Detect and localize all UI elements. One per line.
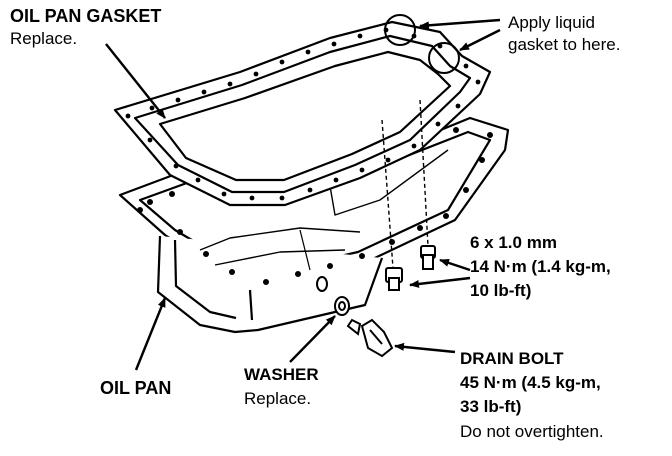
- drain-bolt-title: DRAIN BOLT: [460, 349, 564, 368]
- liquid-gasket-line2: gasket to here.: [508, 35, 620, 54]
- drain-plug-hole: [316, 276, 328, 292]
- callout-arrows: [105, 18, 501, 371]
- drain-bolt-torque-line2: 33 lb-ft): [460, 397, 521, 416]
- washer-shape: [334, 296, 350, 316]
- bolt-torque-line1: 14 N·m (1.4 kg-m,: [470, 257, 611, 276]
- bolt-size: 6 x 1.0 mm: [470, 233, 557, 252]
- washer-title: WASHER: [244, 365, 319, 384]
- bolt-torque-line2: 10 lb-ft): [470, 281, 531, 300]
- drain-bolt-shape: [346, 318, 394, 358]
- gasket-shape: [113, 20, 492, 207]
- liquid-gasket-spots: [384, 14, 460, 74]
- flange-bolt: [381, 99, 436, 291]
- oil-pan-label: OIL PAN: [100, 378, 171, 398]
- gasket-note: Replace.: [10, 29, 77, 48]
- drain-bolt-torque-line1: 45 N·m (4.5 kg-m,: [460, 373, 601, 392]
- gasket-bolt-holes: [125, 27, 481, 201]
- gasket-title: OIL PAN GASKET: [10, 6, 161, 26]
- liquid-gasket-line1: Apply liquid: [508, 13, 595, 32]
- drain-bolt-note: Do not overtighten.: [460, 422, 604, 441]
- washer-note: Replace.: [244, 389, 311, 408]
